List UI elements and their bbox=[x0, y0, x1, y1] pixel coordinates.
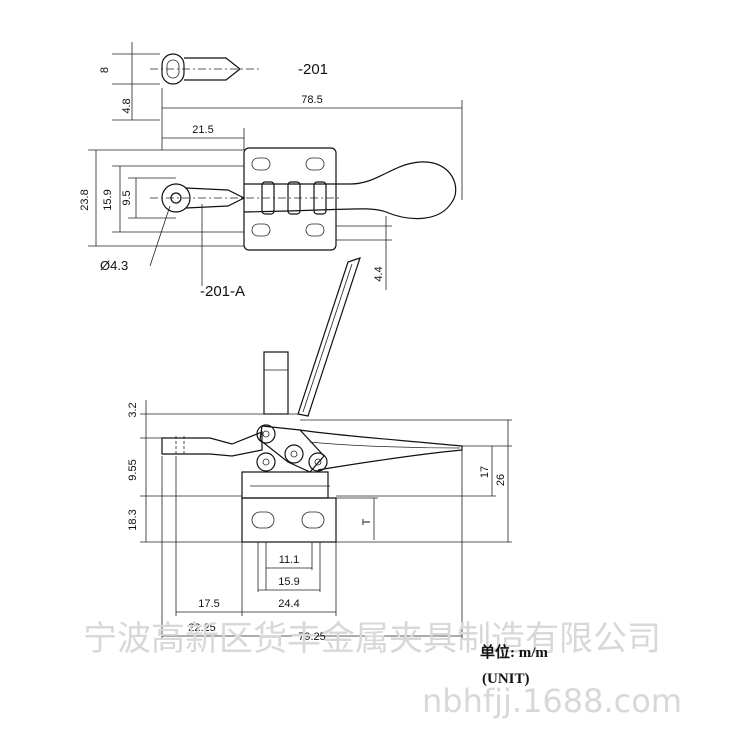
dim-diameter-4-3: Ø4.3 bbox=[100, 258, 128, 273]
unit-english: (UNIT) bbox=[482, 671, 530, 687]
dim-8: 8 bbox=[99, 67, 111, 73]
dim-3-2: 3.2 bbox=[127, 402, 139, 417]
dim-4-8: 4.8 bbox=[121, 98, 133, 113]
dim-9-5: 9.5 bbox=[121, 190, 133, 205]
watermark-company: 宁波高新区货丰金属夹具制造有限公司 bbox=[83, 619, 661, 659]
dim-24-4: 24.4 bbox=[278, 598, 299, 610]
part-label-201: -201 bbox=[298, 61, 328, 78]
part-201-view bbox=[112, 42, 262, 121]
clamp-side-view bbox=[140, 257, 512, 640]
dim-78-5: 78.5 bbox=[301, 94, 322, 106]
clamp-top-view bbox=[88, 147, 457, 290]
dim-11-1: 11.1 bbox=[279, 554, 300, 566]
dim-18-3: 18.3 bbox=[127, 509, 139, 530]
dim-21-5: 21.5 bbox=[192, 124, 213, 136]
dim-22-25: 22.25 bbox=[188, 622, 216, 634]
dim-15-9-horizontal: 15.9 bbox=[278, 576, 299, 588]
dim-9-55: 9.55 bbox=[127, 459, 139, 480]
dim-17-5: 17.5 bbox=[198, 598, 219, 610]
watermark-url: nbhfjj.1688.com bbox=[422, 682, 682, 720]
dim-15-9-vertical: 15.9 bbox=[102, 189, 114, 210]
dim-t: T bbox=[361, 518, 373, 525]
dim-21-5-line bbox=[162, 128, 245, 150]
dim-4-4: 4.4 bbox=[373, 266, 385, 281]
dim-78-5-line bbox=[161, 88, 463, 200]
dim-23-8: 23.8 bbox=[79, 189, 91, 210]
dim-79-25: 79.25 bbox=[298, 631, 326, 643]
dim-26: 26 bbox=[495, 474, 507, 486]
dim-17: 17 bbox=[479, 466, 491, 478]
unit-label: 单位: m/m bbox=[480, 643, 548, 661]
part-label-201-a: -201-A bbox=[200, 283, 245, 300]
